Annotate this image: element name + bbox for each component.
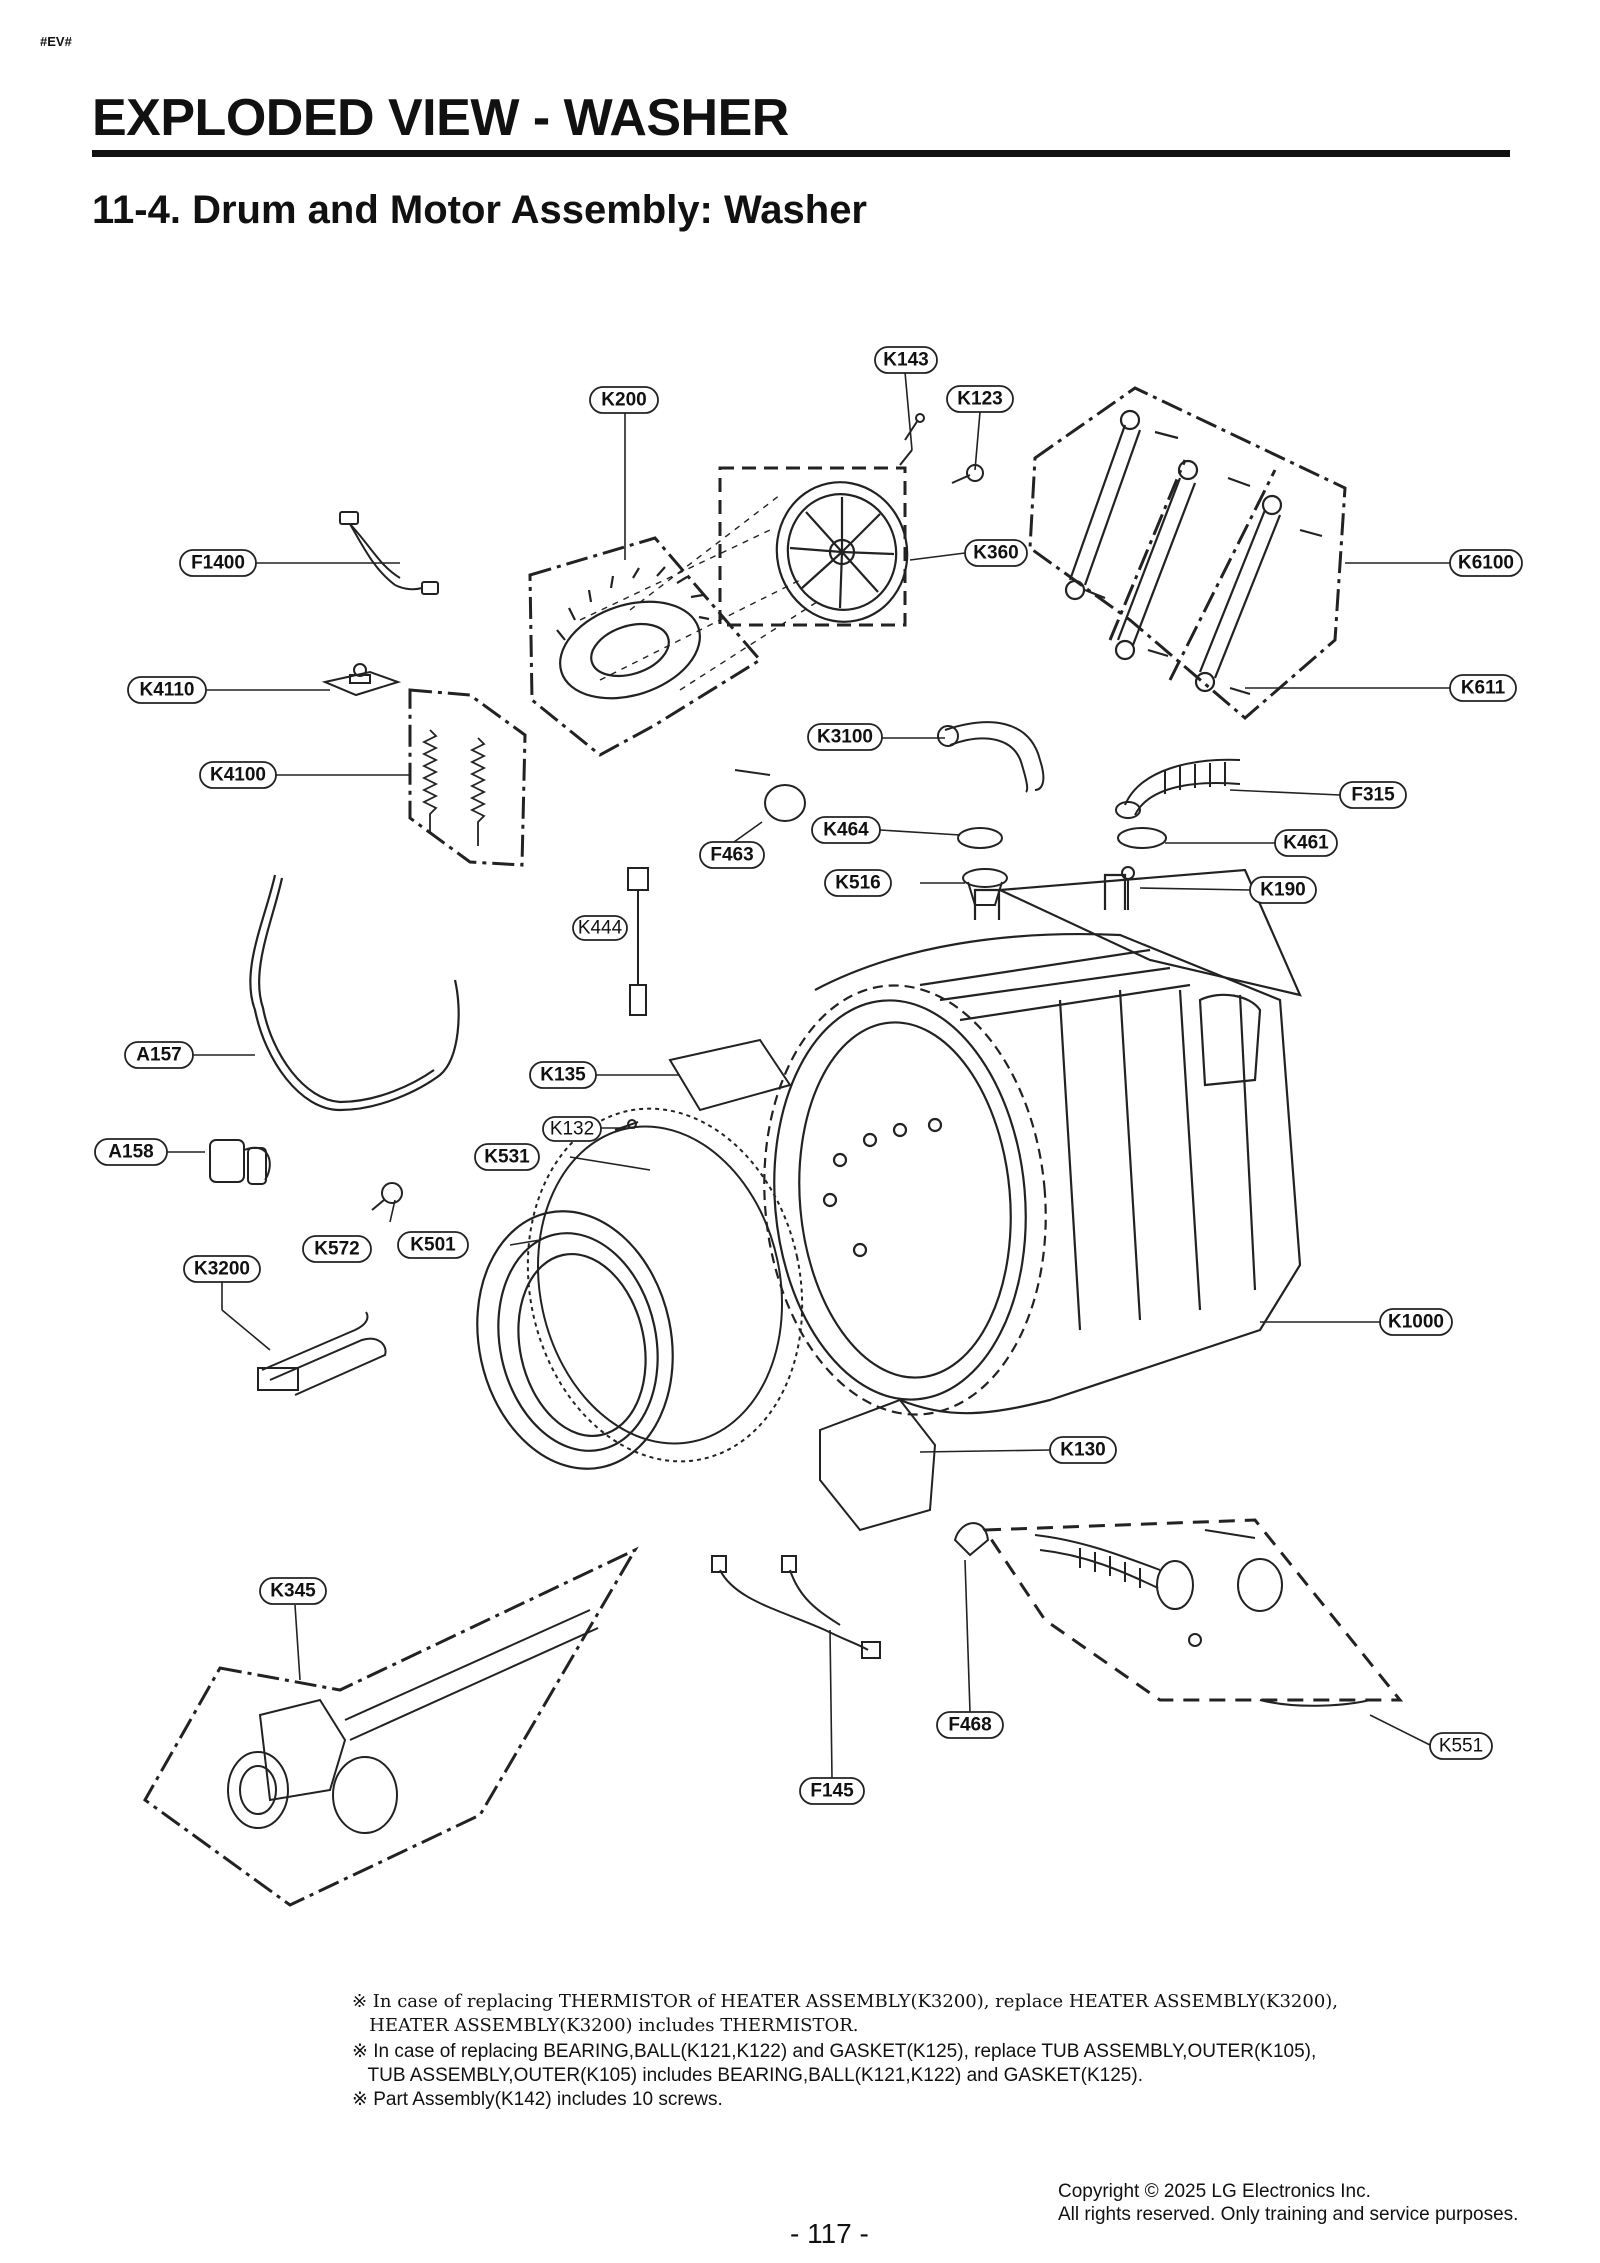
f468-part bbox=[953, 1522, 990, 1557]
f1400-wire-part bbox=[339, 511, 439, 595]
f145-harness-part bbox=[711, 1555, 881, 1659]
label-k130: K130 bbox=[1060, 1440, 1105, 1461]
leader-lines bbox=[167, 371, 1450, 1779]
section-subtitle: 11-4. Drum and Motor Assembly: Washer bbox=[92, 188, 867, 232]
label-k531: K531 bbox=[484, 1147, 530, 1168]
k444-sensor-part bbox=[627, 867, 649, 1016]
k516-gasket-part bbox=[962, 868, 1008, 906]
k3200-heater-part bbox=[257, 1311, 387, 1396]
k135-block-part bbox=[668, 1038, 792, 1112]
label-k3100: K3100 bbox=[817, 727, 873, 748]
k360-rotor-part bbox=[775, 481, 909, 623]
k6100-damper-parts bbox=[1064, 409, 1323, 696]
label-f315: F315 bbox=[1351, 785, 1395, 806]
k3100-hose-part bbox=[937, 721, 1045, 793]
label-k360: K360 bbox=[973, 543, 1018, 564]
k345-pump-part bbox=[227, 1609, 599, 1834]
note-heater-line2: HEATER ASSEMBLY(K3200) includes THERMIST… bbox=[352, 2015, 859, 2036]
label-k4100: K4100 bbox=[210, 765, 266, 786]
rotor-projection-lines bbox=[579, 494, 821, 691]
label-k190: K190 bbox=[1260, 880, 1305, 901]
f315-bellow-part bbox=[1115, 758, 1241, 819]
note-bearing-line1: ※ In case of replacing BEARING,BALL(K121… bbox=[352, 2041, 1317, 2062]
k501-gasket-part bbox=[476, 1210, 674, 1470]
label-k572: K572 bbox=[314, 1239, 359, 1260]
a157-harness-part bbox=[249, 874, 460, 1112]
exploded-view-diagram: K143 K200 K123 K360 K6100 F1400 K4110 K6… bbox=[94, 346, 1523, 1907]
note-screws: ※ Part Assembly(K142) includes 10 screws… bbox=[352, 2089, 723, 2110]
label-k1000: K1000 bbox=[1388, 1312, 1444, 1333]
label-k461: K461 bbox=[1283, 833, 1329, 854]
label-k444: K444 bbox=[578, 918, 623, 939]
copyright-notice: Copyright © 2025 LG Electronics Inc. All… bbox=[1058, 2180, 1518, 2226]
k464-clamp-part bbox=[957, 827, 1003, 849]
label-k4110: K4110 bbox=[140, 680, 195, 701]
rotor-group-outline bbox=[718, 466, 907, 627]
label-f145: F145 bbox=[810, 1781, 854, 1802]
label-k132: K132 bbox=[550, 1119, 594, 1140]
damper-group-outline bbox=[1028, 386, 1347, 720]
k572-knob-part bbox=[371, 1182, 403, 1211]
label-k611: K611 bbox=[1461, 678, 1506, 699]
label-f1400: F1400 bbox=[191, 553, 245, 574]
page-title: EXPLODED VIEW - WASHER bbox=[92, 89, 789, 147]
copyright-line-2: All rights reserved. Only training and s… bbox=[1058, 2204, 1519, 2225]
label-bubbles bbox=[94, 346, 1523, 1805]
label-k143: K143 bbox=[883, 350, 928, 371]
label-f468: F468 bbox=[948, 1715, 991, 1736]
note-heater-line1: ※ In case of replacing THERMISTOR of HEA… bbox=[352, 1991, 1339, 2012]
k143-screw-part bbox=[899, 413, 925, 466]
k461-clamp-part bbox=[1117, 827, 1167, 849]
label-k464: K464 bbox=[823, 820, 869, 841]
label-k3200: K3200 bbox=[194, 1259, 250, 1280]
k200-stator-part bbox=[556, 566, 710, 700]
spring-group-outline bbox=[408, 688, 527, 867]
k190-valve-part bbox=[1121, 866, 1135, 910]
pump-group-outline bbox=[143, 1546, 639, 1907]
label-k501: K501 bbox=[410, 1235, 456, 1256]
f463-cap-part bbox=[734, 769, 806, 822]
k1000-tub-assembly-part bbox=[763, 868, 1302, 1416]
label-k516: K516 bbox=[835, 873, 880, 894]
title-divider bbox=[92, 150, 1510, 157]
label-a157: A157 bbox=[136, 1045, 181, 1066]
page-number: - 117 - bbox=[790, 2218, 869, 2249]
label-texts: K143 K200 K123 K360 K6100 F1400 K4110 K6… bbox=[108, 350, 1514, 1802]
k130-bracket-part bbox=[819, 1398, 937, 1532]
label-k200: K200 bbox=[601, 390, 646, 411]
note-bearing-line2: TUB ASSEMBLY,OUTER(K105) includes BEARIN… bbox=[352, 2065, 1143, 2086]
document-tag: #EV# bbox=[40, 34, 72, 49]
copyright-line-1: Copyright © 2025 LG Electronics Inc. bbox=[1058, 2181, 1371, 2202]
label-f463: F463 bbox=[710, 845, 753, 866]
label-a158: A158 bbox=[108, 1142, 153, 1163]
k4100-spring-parts bbox=[421, 729, 487, 846]
k531-front-cover-part bbox=[526, 1107, 804, 1463]
label-k551: K551 bbox=[1439, 1736, 1483, 1757]
motor-stator-group-outline bbox=[528, 536, 763, 757]
label-k6100: K6100 bbox=[1458, 553, 1514, 574]
a158-connector-part bbox=[209, 1139, 271, 1185]
label-k135: K135 bbox=[540, 1065, 586, 1086]
label-k345: K345 bbox=[270, 1581, 316, 1602]
drain-hose-group-outline bbox=[982, 1518, 1404, 1702]
k123-bolt-part bbox=[951, 464, 984, 484]
k4110-bracket-part bbox=[321, 663, 402, 697]
label-k123: K123 bbox=[957, 389, 1002, 410]
k551-drain-hose-part bbox=[1034, 1529, 1371, 1707]
